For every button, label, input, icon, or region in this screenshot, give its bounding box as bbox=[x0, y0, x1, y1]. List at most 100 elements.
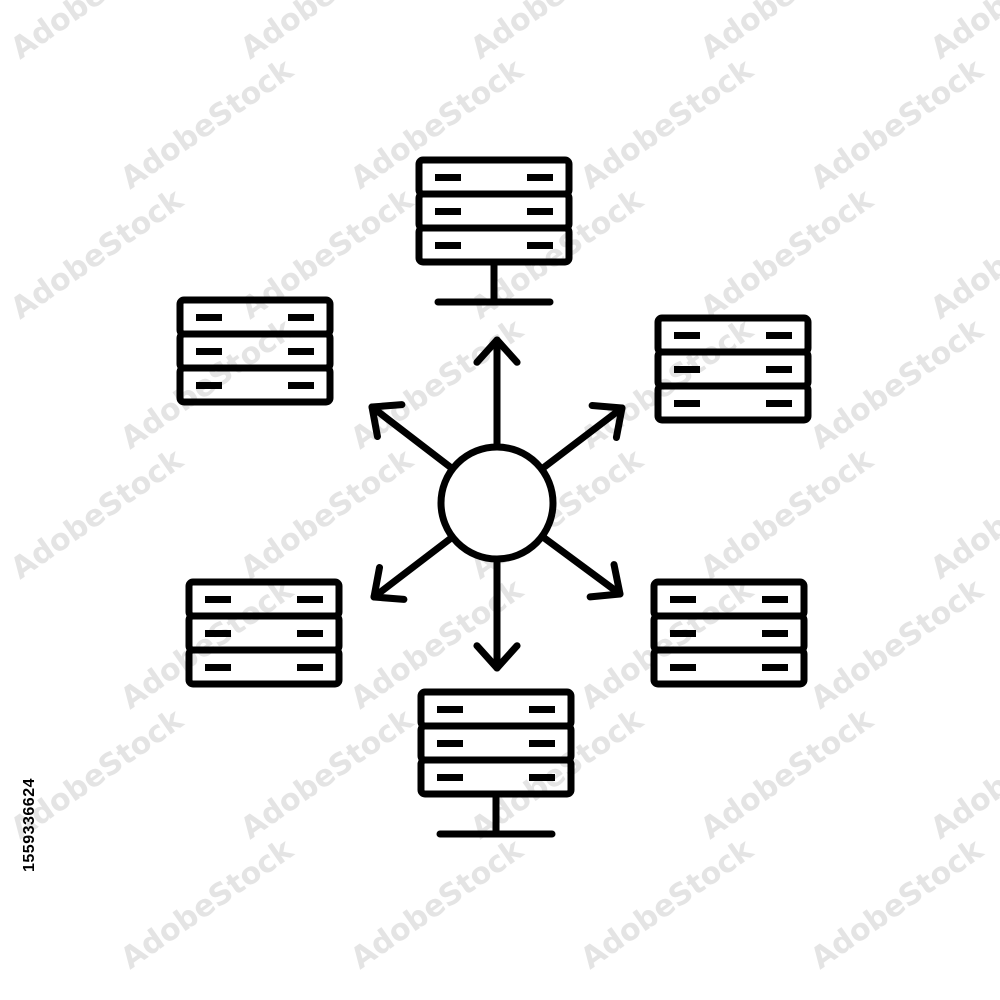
arrow-up bbox=[473, 336, 521, 451]
watermark-text: AdobeStock bbox=[925, 442, 1000, 587]
arrow-head bbox=[370, 564, 408, 603]
server-led bbox=[766, 366, 792, 373]
server-led bbox=[205, 596, 231, 603]
server-led bbox=[527, 208, 553, 215]
server-unit-frame bbox=[654, 382, 812, 424]
server-led bbox=[196, 314, 222, 321]
watermark-text: AdobeStock bbox=[925, 182, 1000, 327]
server-unit-frame bbox=[185, 646, 343, 688]
watermark-text: AdobeStock bbox=[465, 0, 651, 67]
server-led bbox=[435, 242, 461, 249]
server-led bbox=[766, 332, 792, 339]
watermark-text: AdobeStock bbox=[235, 702, 421, 847]
server-led bbox=[527, 242, 553, 249]
arrow-head bbox=[586, 561, 624, 601]
server-unit bbox=[417, 688, 575, 730]
watermark-text: AdobeStock bbox=[345, 312, 531, 457]
server-led bbox=[205, 664, 231, 671]
server-led bbox=[196, 348, 222, 355]
server-stand bbox=[436, 790, 556, 838]
watermark-text: AdobeStock bbox=[235, 442, 421, 587]
server-led bbox=[529, 706, 555, 713]
server-led bbox=[196, 382, 222, 389]
server-unit bbox=[654, 382, 812, 424]
arrow-shaft bbox=[370, 533, 457, 601]
central-hub bbox=[437, 443, 557, 563]
server-led bbox=[766, 400, 792, 407]
server-led bbox=[437, 774, 463, 781]
server-lower-left bbox=[185, 578, 343, 688]
watermark-text: AdobeStock bbox=[695, 0, 881, 67]
server-led bbox=[205, 630, 231, 637]
server-upper-left bbox=[176, 296, 334, 406]
arrow-head bbox=[368, 401, 406, 440]
server-led bbox=[297, 630, 323, 637]
arrow-down-left bbox=[370, 533, 457, 603]
watermark-text: AdobeStock bbox=[805, 832, 991, 977]
arrow-up-right bbox=[538, 402, 626, 473]
watermark-text: AdobeStock bbox=[695, 442, 881, 587]
arrow-head bbox=[588, 402, 626, 441]
server-unit bbox=[176, 364, 334, 406]
server-upper-right bbox=[654, 314, 812, 424]
arrow-shaft bbox=[538, 404, 626, 473]
server-led bbox=[674, 366, 700, 373]
server-led bbox=[288, 382, 314, 389]
arrow-head bbox=[473, 336, 521, 366]
watermark-text: AdobeStock bbox=[115, 832, 301, 977]
watermark-text: AdobeStock bbox=[695, 182, 881, 327]
watermark-text: AdobeStock bbox=[805, 312, 991, 457]
server-led bbox=[670, 596, 696, 603]
arrow-down bbox=[473, 555, 521, 672]
arrow-shaft bbox=[538, 532, 624, 598]
server-led bbox=[762, 596, 788, 603]
server-led bbox=[762, 664, 788, 671]
watermark-text: AdobeStock bbox=[575, 832, 761, 977]
server-unit bbox=[417, 722, 575, 764]
arrow-head bbox=[473, 642, 521, 672]
server-led bbox=[437, 740, 463, 747]
server-stand bbox=[434, 258, 554, 306]
watermark-text: AdobeStock bbox=[115, 572, 301, 717]
watermark-text: AdobeStock bbox=[805, 572, 991, 717]
watermark-text: AdobeStock bbox=[695, 702, 881, 847]
server-unit bbox=[415, 156, 573, 198]
server-unit bbox=[185, 646, 343, 688]
servers-group bbox=[176, 156, 812, 838]
server-led bbox=[670, 630, 696, 637]
watermark-text: AdobeStock bbox=[5, 442, 191, 587]
server-led bbox=[297, 664, 323, 671]
server-led bbox=[670, 664, 696, 671]
server-led bbox=[527, 174, 553, 181]
hub-circle bbox=[437, 443, 557, 563]
server-unit bbox=[415, 190, 573, 232]
server-lower-right bbox=[650, 578, 808, 688]
watermark-text: AdobeStock bbox=[115, 52, 301, 197]
server-unit bbox=[650, 646, 808, 688]
server-unit-frame bbox=[650, 646, 808, 688]
stock-id-text: 1559336624 bbox=[21, 778, 38, 872]
server-unit-frame bbox=[176, 364, 334, 406]
server-led bbox=[674, 332, 700, 339]
watermark-text: AdobeStock bbox=[925, 702, 1000, 847]
arrow-down-right bbox=[538, 532, 624, 601]
server-led bbox=[437, 706, 463, 713]
server-top bbox=[415, 156, 573, 306]
server-led bbox=[529, 774, 555, 781]
server-led bbox=[762, 630, 788, 637]
server-led bbox=[435, 208, 461, 215]
watermark-text: AdobeStock bbox=[5, 0, 191, 67]
arrows-group bbox=[368, 336, 626, 672]
arrow-shaft bbox=[368, 403, 457, 473]
arrow-up-left bbox=[368, 401, 457, 473]
server-led bbox=[435, 174, 461, 181]
server-led bbox=[297, 596, 323, 603]
server-led bbox=[674, 400, 700, 407]
server-led bbox=[288, 348, 314, 355]
server-bottom bbox=[417, 688, 575, 838]
server-led bbox=[288, 314, 314, 321]
watermark-text: AdobeStock bbox=[5, 182, 191, 327]
watermark-text: AdobeStock bbox=[345, 832, 531, 977]
watermark-text: AdobeStock bbox=[235, 0, 421, 67]
